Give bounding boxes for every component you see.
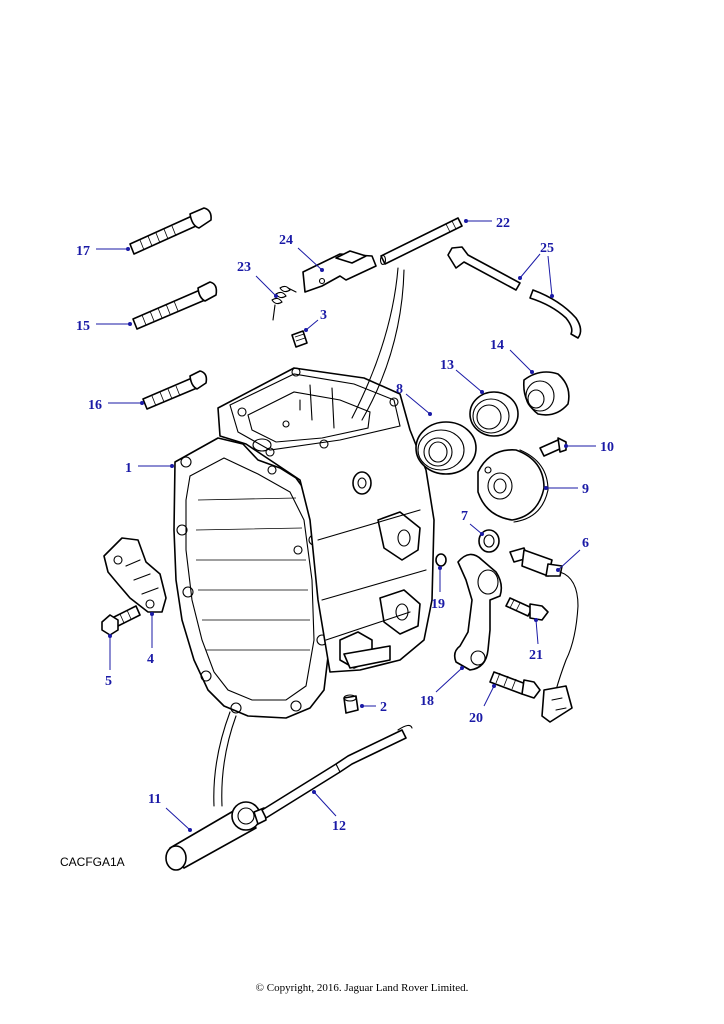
part-4-bracket: [103, 537, 167, 613]
callout-8: 8: [396, 382, 432, 416]
callout-label-3: 3: [320, 308, 327, 323]
callout-label-13: 13: [440, 358, 454, 373]
part-22-rod: [379, 217, 463, 266]
callout-22: 22: [464, 216, 510, 231]
callout-21: 21: [529, 618, 543, 663]
callout-label-16: 16: [88, 398, 102, 413]
callout-2: 2: [360, 700, 387, 715]
callout-label-23: 23: [237, 260, 251, 275]
part-15-bolt: [132, 281, 218, 330]
callout-label-11: 11: [148, 792, 161, 807]
part-21-bolt: [505, 597, 549, 621]
callout-label-19: 19: [431, 597, 445, 612]
callout-label-1: 1: [125, 461, 132, 476]
part-24-bracket: [302, 250, 377, 293]
callout-label-25: 25: [540, 241, 554, 256]
callout-5: 5: [105, 634, 112, 689]
callout-label-2: 2: [380, 700, 387, 715]
callout-label-21: 21: [529, 648, 543, 663]
part-8-seal: [415, 421, 477, 475]
assembly-leaders: [213, 267, 405, 807]
callout-11: 11: [148, 792, 192, 832]
part-6-switch: [509, 547, 579, 723]
part-17-bolt: [129, 207, 212, 255]
part-10-bolt: [539, 437, 567, 457]
part-16-bolt: [142, 370, 208, 410]
callout-3: 3: [304, 308, 327, 332]
callout-1: 1: [125, 461, 174, 476]
part-25-elbow-pipe: [447, 246, 582, 339]
callout-25: 25: [518, 241, 554, 298]
part-20-bolt: [489, 671, 541, 699]
callout-14: 14: [490, 338, 534, 374]
callout-24: 24: [279, 233, 324, 272]
callout-12: 12: [312, 790, 346, 834]
callout-label-17: 17: [76, 244, 90, 259]
part-7-washer: [478, 529, 500, 553]
callout-label-10: 10: [600, 440, 614, 455]
part-5-bolt: [101, 605, 141, 636]
callout-23: 23: [237, 260, 278, 298]
callout-label-6: 6: [582, 536, 589, 551]
callout-4: 4: [147, 612, 154, 667]
part-2-dowel: [343, 694, 359, 714]
part-18-lever: [453, 553, 503, 671]
figure-reference-code: CACFGA1A: [60, 855, 125, 869]
callout-label-15: 15: [76, 319, 90, 334]
callout-label-4: 4: [147, 652, 154, 667]
callout-20: 20: [469, 684, 496, 726]
callout-label-24: 24: [279, 233, 293, 248]
part-19-o-ring: [435, 553, 447, 567]
part-11-filter: [165, 801, 267, 871]
callout-6: 6: [556, 536, 589, 572]
callout-label-7: 7: [461, 509, 468, 524]
callout-label-8: 8: [396, 382, 403, 397]
part-13-seal: [469, 391, 519, 437]
callout-18: 18: [420, 666, 464, 709]
copyright-notice: © Copyright, 2016. Jaguar Land Rover Lim…: [255, 982, 469, 994]
callout-label-14: 14: [490, 338, 504, 353]
callout-9: 9: [544, 482, 589, 497]
callout-13: 13: [440, 358, 484, 394]
callout-label-22: 22: [496, 216, 510, 231]
part-12-pipe: [261, 724, 413, 819]
callout-17: 17: [76, 244, 130, 259]
part-9-cover: [477, 449, 549, 523]
callout-10: 10: [564, 440, 614, 455]
callout-label-12: 12: [332, 819, 346, 834]
part-14-bush: [522, 371, 570, 416]
callout-16: 16: [88, 398, 144, 413]
part-23-spring: [271, 285, 297, 321]
callout-19: 19: [431, 566, 445, 612]
callout-7: 7: [461, 509, 484, 536]
callout-label-20: 20: [469, 711, 483, 726]
callout-label-18: 18: [420, 694, 434, 709]
callout-15: 15: [76, 319, 132, 334]
callout-label-5: 5: [105, 674, 112, 689]
part-1-housing: [173, 367, 435, 719]
part-3-plug: [291, 330, 308, 348]
callout-label-9: 9: [582, 482, 589, 497]
